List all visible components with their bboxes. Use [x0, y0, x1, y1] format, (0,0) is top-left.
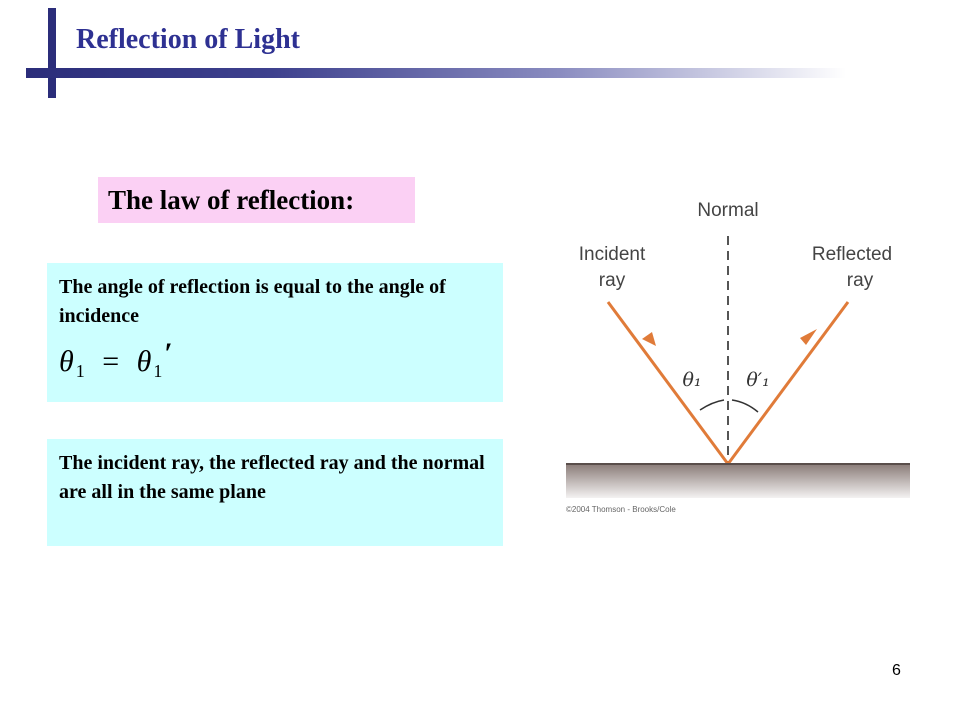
- formula-subscript-right: 1: [153, 361, 165, 381]
- formula-prime: ′: [164, 337, 175, 370]
- incident-angle-label: θ₁: [682, 369, 701, 391]
- formula-subscript-left: 1: [75, 361, 87, 381]
- image-credit: ©2004 Thomson - Brooks/Cole: [566, 505, 676, 514]
- normal-label: Normal: [697, 200, 758, 221]
- law-heading: The law of reflection:: [98, 177, 415, 223]
- reflection-formula: θ1 = θ1′: [59, 339, 491, 386]
- formula-theta-left: θ: [59, 345, 76, 378]
- incident-arrowhead-icon: [642, 332, 656, 346]
- incident-label-line1: Incident: [579, 244, 646, 265]
- reflected-ray: [726, 301, 850, 465]
- reflecting-surface: [566, 464, 910, 498]
- formula-equals: =: [102, 345, 122, 378]
- incident-label-line2: ray: [599, 270, 626, 291]
- law-statement-1: The angle of reflection is equal to the …: [59, 276, 446, 327]
- incident-angle-arc: [699, 399, 725, 411]
- reflected-label-line2: ray: [847, 270, 874, 291]
- slide-number: 6: [892, 662, 901, 679]
- formula-theta-right: θ: [136, 345, 154, 378]
- law-statement-box-1: The angle of reflection is equal to the …: [47, 263, 503, 402]
- title-accent-horizontal: [26, 68, 846, 78]
- reflected-arrowhead-icon: [800, 329, 817, 345]
- reflected-angle-label: θ′₁: [746, 369, 769, 391]
- incident-ray: [606, 301, 730, 465]
- reflection-diagram: Normal Incident ray Reflected ray θ₁ θ′₁…: [566, 200, 910, 514]
- reflected-angle-arc: [731, 399, 759, 413]
- law-statement-2: The incident ray, the reflected ray and …: [59, 452, 485, 503]
- slide-title: Reflection of Light: [76, 24, 300, 55]
- reflected-label-line1: Reflected: [812, 244, 892, 265]
- law-statement-box-2: The incident ray, the reflected ray and …: [47, 439, 503, 546]
- title-accent-vertical: [48, 8, 56, 98]
